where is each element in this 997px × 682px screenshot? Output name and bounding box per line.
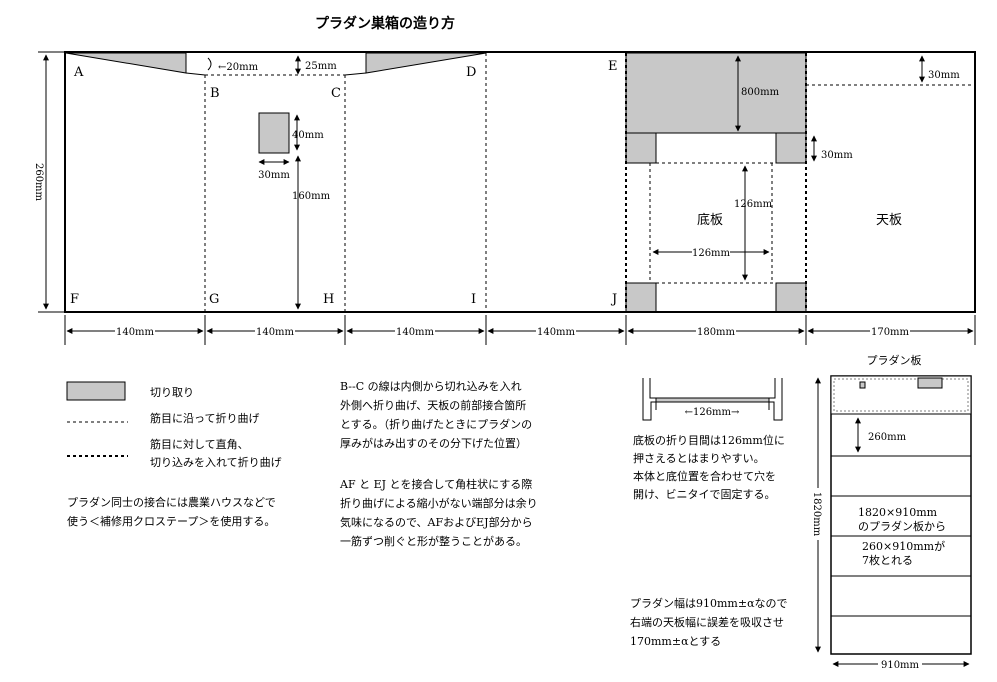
note-af-1: AF と EJ とを接合して角柱状にする際: [339, 477, 532, 491]
point-a: A: [73, 65, 84, 80]
note-fold-1: 底板の折り目間は126mm位に: [633, 433, 785, 447]
legend-cut-swatch: [66, 381, 126, 401]
sheet-1820-label: 1820mm: [811, 492, 822, 537]
dim-126mm-h: 126mm: [692, 248, 731, 259]
width-label-5: 170mm: [871, 327, 910, 338]
front-cut-edge-left: [185, 72, 206, 76]
note-fold-2: 押さえるとはまりやすい。: [633, 451, 765, 465]
sheet-outline: [64, 51, 976, 313]
dim-bg-5: [870, 324, 910, 338]
point-f: F: [70, 292, 79, 307]
dim-bg-2: [395, 324, 435, 338]
note-af-3: 気味になるので、AFおよびEJ部分から: [340, 515, 533, 529]
legend-cross-label-1: 筋目に対して直角、: [150, 437, 249, 451]
note-width-2: 右端の天板幅に誤差を吸収させ: [630, 615, 784, 629]
legend-fold-label: 筋目に沿って折り曲げ: [150, 411, 259, 425]
sheet-text2-2: 7枚とれる: [862, 553, 913, 567]
note-joint-2: 使う＜補修用クロステープ＞を使用する。: [67, 514, 275, 528]
legend-cross-label-2: 切り込みを入れて折り曲げ: [150, 455, 282, 469]
cut-corner-tr: [775, 132, 807, 164]
width-label-1: 140mm: [256, 327, 295, 338]
cut-corner-bl: [625, 282, 657, 313]
sheet-rect: [830, 375, 972, 655]
point-e: E: [608, 59, 618, 74]
note-width-1: プラダン幅は910mm±αなので: [630, 596, 788, 610]
dim-bg-0: [115, 324, 155, 338]
point-b: B: [210, 86, 220, 101]
note-bc-3: とする。（折り曲げたときにプラダンの: [340, 417, 532, 431]
width-dimensions: 140mm 140mm 140mm 140mm 180mm 170mm: [64, 315, 976, 345]
fold-detail-inner-left: [649, 378, 657, 410]
sheet-1820-bg: [812, 488, 824, 540]
sheet-text1-1: 1820×910mm: [858, 506, 938, 519]
fold-detail-dim: ←126mm→: [685, 407, 740, 418]
note-af-2: 折り曲げによる縮小がない端部分は余り: [340, 496, 538, 510]
dim-bg-1: [255, 324, 295, 338]
sheet-mini-pattern: [833, 378, 969, 412]
front-cut-edge-right: [344, 72, 367, 76]
note-joint-1: プラダン同士の接合には農業ハウスなどで: [67, 495, 276, 509]
note-bc-2: 外側へ折り曲げ、天板の前部接合箇所: [340, 398, 526, 412]
dim-30mm-corner: 30mm: [821, 150, 853, 161]
width-label-2: 140mm: [396, 327, 435, 338]
note-bc-1: B--C の線は内側から切れ込みを入れ: [340, 379, 522, 393]
dim-126mm-v: 126mm: [734, 199, 773, 210]
note-width-3: 170mm±αとする: [630, 635, 721, 648]
cut-region-top-bottom-panel: [625, 52, 807, 134]
note-fold-3: 本体と底位置を合わせて穴を: [633, 469, 776, 483]
width-label-3: 140mm: [537, 327, 576, 338]
height-dim-label: 260mm: [33, 163, 44, 202]
cut-corner-tl: [625, 132, 657, 164]
sheet-title: プラダン板: [867, 353, 922, 367]
sheet-strip-1: [830, 375, 972, 415]
sheet-text2-1: 260×910mmが: [862, 539, 945, 553]
point-j: J: [610, 292, 617, 307]
sheet-260-label: 260mm: [868, 432, 907, 443]
sheet-mini-hole: [859, 381, 866, 389]
diagram-title: プラダン巣箱の造り方: [315, 15, 455, 32]
fold-detail-sketch: ←126mm→: [642, 378, 783, 421]
sheet-910-label: 910mm: [881, 660, 920, 671]
cut-region-entrance-hole: [258, 112, 290, 154]
cut-region-top-left: [65, 52, 187, 74]
point-c: C: [331, 86, 341, 101]
dim-40mm: 40mm: [292, 130, 324, 141]
note-fold-4: 開け、ビニタイで固定する。: [633, 487, 775, 501]
sheet-mini-cut: [917, 377, 943, 389]
sheet-text1-2: のプラダン板から: [858, 519, 946, 533]
dim-160mm: 160mm: [292, 191, 331, 202]
pladan-sheet: プラダン板 260mm 1820×910mm のプラダン板から 260×910m…: [811, 353, 972, 671]
point-h: H: [323, 292, 334, 307]
cut-20-curve: [207, 57, 212, 71]
dim-30mm-top: 30mm: [928, 70, 960, 81]
dim-25mm: 25mm: [305, 61, 337, 72]
dim-20mm: ←20mm: [218, 62, 259, 73]
note-bc-4: 厚みがはみ出すのその分下げた位置）: [340, 436, 527, 450]
width-label-0: 140mm: [116, 327, 155, 338]
dim-800mm: 800mm: [741, 87, 780, 98]
label-bottom-panel: 底板: [697, 212, 723, 228]
fold-detail-inner-right: [768, 378, 776, 410]
dim-bg-4: [696, 324, 736, 338]
sheet-910-bg: [878, 658, 922, 671]
label-top-panel: 天板: [876, 213, 902, 228]
legend-cut-label: 切り取り: [150, 386, 194, 399]
point-g: G: [209, 292, 219, 307]
fold-detail-panel: [655, 397, 770, 403]
dim-bg-3: [536, 324, 576, 338]
point-d: D: [466, 65, 476, 80]
width-label-4: 180mm: [697, 327, 736, 338]
note-af-4: 一筋ずつ削ぐと形が整うことがある。: [340, 534, 527, 548]
dim-30mm-hole: 30mm: [258, 170, 290, 181]
cut-corner-br: [775, 282, 807, 313]
point-i: I: [471, 292, 476, 307]
